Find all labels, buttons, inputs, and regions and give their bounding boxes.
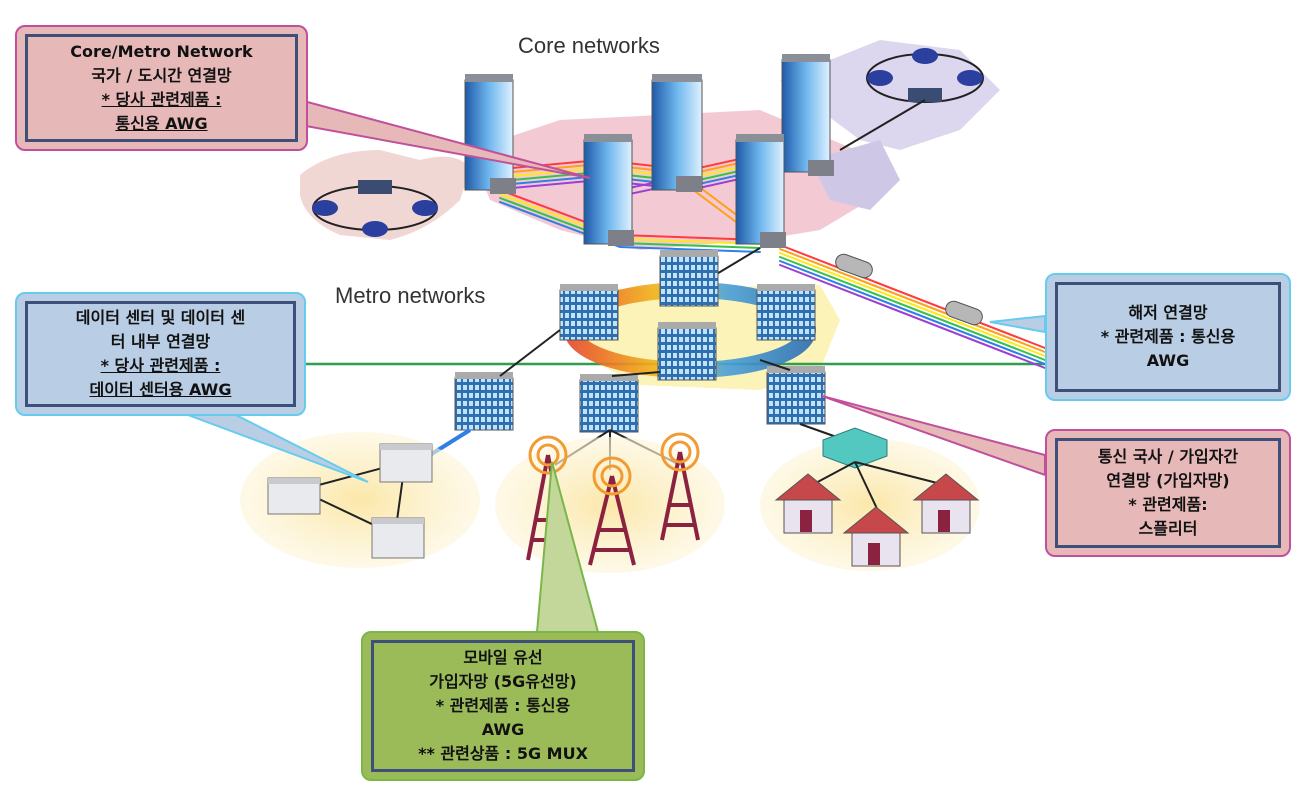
splitter-icon xyxy=(822,427,888,469)
callout-line: 해저 연결망 xyxy=(1128,303,1208,322)
callout-line: * 당사 관련제품 : xyxy=(101,90,222,109)
building-icon xyxy=(464,74,516,194)
router-icon xyxy=(908,88,942,102)
core-network-callout: Core/Metro Network 국가 / 도시간 연결망 * 당사 관련제… xyxy=(15,25,308,151)
house-icon xyxy=(912,473,980,534)
mobile-network-callout: 모바일 유선 가입자망 (5G유선망) * 관련제품 : 통신용 AWG ** … xyxy=(361,631,645,781)
callout-line: * 관련제품 : 통신용 xyxy=(435,696,571,715)
server-icon xyxy=(371,517,425,559)
building-icon xyxy=(454,372,514,431)
map-background xyxy=(300,40,1000,390)
callout-line: ** 관련상품 : 5G MUX xyxy=(418,744,588,763)
repeater-icon xyxy=(945,300,983,326)
callout-line: * 당사 관련제품 : xyxy=(100,356,221,375)
access-network-callout: 통신 국사 / 가입자간 연결망 (가입자망) * 관련제품: 스플리터 xyxy=(1045,429,1291,557)
callout-line: 모바일 유선 xyxy=(463,648,543,667)
core-ring-left xyxy=(312,180,438,237)
cell-tower-icon xyxy=(660,432,700,541)
building-icon xyxy=(766,366,826,425)
home-zone xyxy=(760,439,980,571)
callout-line: 통신 국사 / 가입자간 xyxy=(1097,447,1239,466)
building-icon xyxy=(781,54,834,176)
repeater-icon xyxy=(835,253,873,279)
callout-line: 국가 / 도시간 연결망 xyxy=(91,66,232,85)
router-icon xyxy=(358,180,392,194)
server-icon xyxy=(379,443,433,483)
cell-tower-icon xyxy=(588,456,636,566)
building-icon xyxy=(579,374,639,433)
callout-line: 연결망 (가입자망) xyxy=(1106,471,1230,490)
callout-line: 통신용 AWG xyxy=(115,114,208,133)
building-icon xyxy=(756,284,816,341)
callout-line: 스플리터 xyxy=(1138,519,1198,538)
building-icon xyxy=(559,284,619,341)
core-ring-right xyxy=(839,48,984,151)
building-icon xyxy=(651,74,703,192)
building-icon xyxy=(735,134,786,248)
callout-line: 데이터 센터 및 데이터 센 xyxy=(75,308,246,327)
building-icon xyxy=(657,322,717,381)
house-icon xyxy=(842,506,910,567)
metro-networks-label: Metro networks xyxy=(335,283,486,308)
building-icon xyxy=(659,250,719,307)
callout-line: AWG xyxy=(1146,351,1190,370)
callout-line: Core/Metro Network xyxy=(70,42,253,61)
callout-line: 데이터 센터용 AWG xyxy=(89,380,232,399)
datacenter-callout: 데이터 센터 및 데이터 센 터 내부 연결망 * 당사 관련제품 : 데이터 … xyxy=(15,292,306,416)
callout-line: * 관련제품: xyxy=(1128,495,1208,514)
callout-line: 가입자망 (5G유선망) xyxy=(429,672,577,691)
callout-line: AWG xyxy=(481,720,525,739)
core-networks-label: Core networks xyxy=(518,33,660,58)
callout-line: * 관련제품 : 통신용 xyxy=(1100,327,1236,346)
submarine-callout: 해저 연결망 * 관련제품 : 통신용 AWG xyxy=(1045,273,1291,401)
house-icon xyxy=(774,473,842,534)
building-icon xyxy=(583,134,634,246)
server-icon xyxy=(267,477,321,515)
callout-line: 터 내부 연결망 xyxy=(110,332,211,351)
